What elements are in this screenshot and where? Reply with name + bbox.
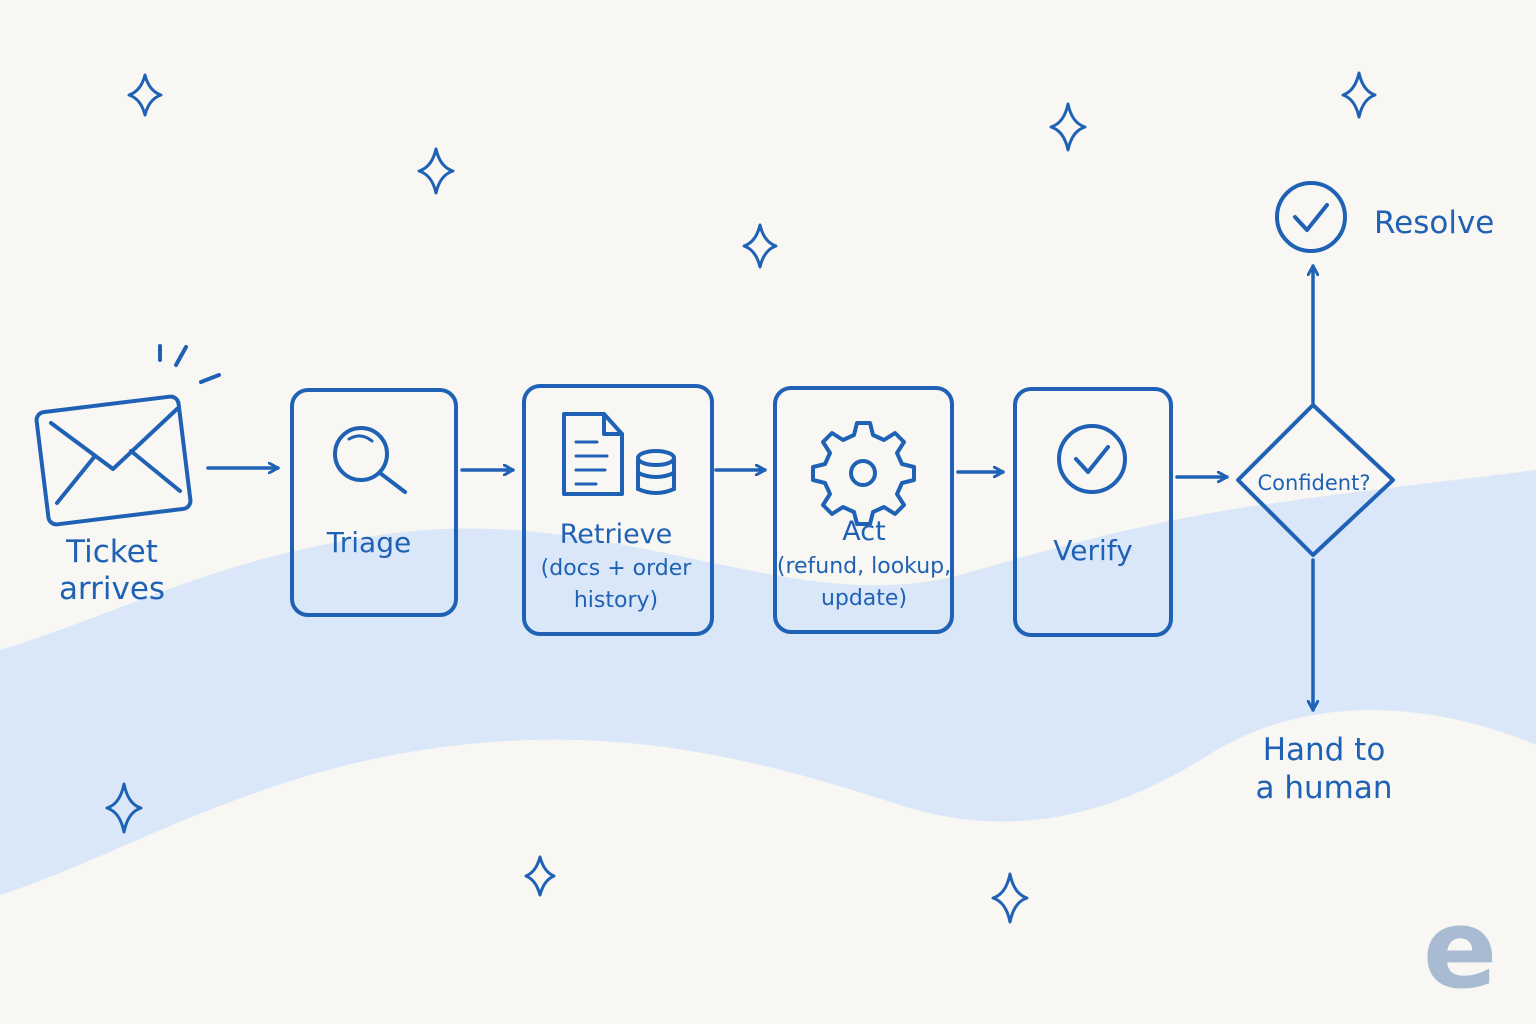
sparkle-icon	[742, 223, 778, 269]
checkmark-circle-icon	[1057, 424, 1127, 494]
retrieve-card	[522, 384, 714, 636]
triage-node: Triage	[290, 388, 458, 617]
sparkle-icon	[105, 782, 143, 834]
act-node: Act (refund, lookup, update)	[773, 386, 954, 634]
retrieve-detail-line-2: history)	[574, 588, 658, 613]
gear-icon	[811, 421, 916, 526]
envelope-icon	[34, 394, 193, 527]
magnifier-icon	[333, 426, 407, 494]
letter-e-logo: e	[1423, 885, 1498, 1013]
act-title: Act	[842, 516, 885, 547]
handoff-label-line-2: a human	[1256, 770, 1393, 806]
decision-node: Confident?	[1236, 403, 1395, 557]
decision-diamond	[1236, 403, 1395, 557]
triage-card	[290, 388, 458, 617]
ticket-label-line-2: arrives	[59, 571, 165, 607]
document-database-icon	[562, 412, 676, 496]
sparkle-icon	[417, 147, 455, 195]
triage-label: Triage	[326, 526, 411, 559]
sparkle-icon	[524, 855, 556, 897]
handoff-label-line-1: Hand to	[1263, 732, 1386, 768]
resolve-node: Resolve	[1275, 181, 1494, 253]
sparkle-icon	[1049, 102, 1087, 152]
sparkle-icon	[1341, 71, 1377, 119]
white-wave	[0, 710, 1536, 1024]
decision-label: Confident?	[1258, 471, 1371, 495]
notification-burst	[158, 344, 221, 384]
flow-arrows	[206, 264, 1313, 712]
retrieve-title: Retrieve	[560, 519, 673, 550]
retrieve-node: Retrieve (docs + order history)	[522, 384, 714, 636]
verify-card	[1013, 387, 1173, 637]
ticket-node: Ticket arrives	[34, 344, 221, 607]
checkmark-circle-icon	[1275, 181, 1347, 253]
verify-node: Verify	[1013, 387, 1173, 637]
retrieve-detail-line-1: (docs + order	[541, 556, 693, 581]
ticket-label-line-1: Ticket	[65, 534, 158, 570]
act-detail-line-2: update)	[821, 586, 907, 611]
sparkle-icon	[991, 872, 1029, 924]
sparkle-icon	[127, 73, 163, 117]
sparkle-group	[105, 71, 1377, 924]
resolve-label: Resolve	[1374, 205, 1494, 241]
handoff-node: Hand to a human	[1256, 732, 1393, 806]
act-detail-line-1: (refund, lookup,	[777, 554, 951, 579]
verify-label: Verify	[1053, 534, 1132, 567]
act-card	[773, 386, 954, 634]
